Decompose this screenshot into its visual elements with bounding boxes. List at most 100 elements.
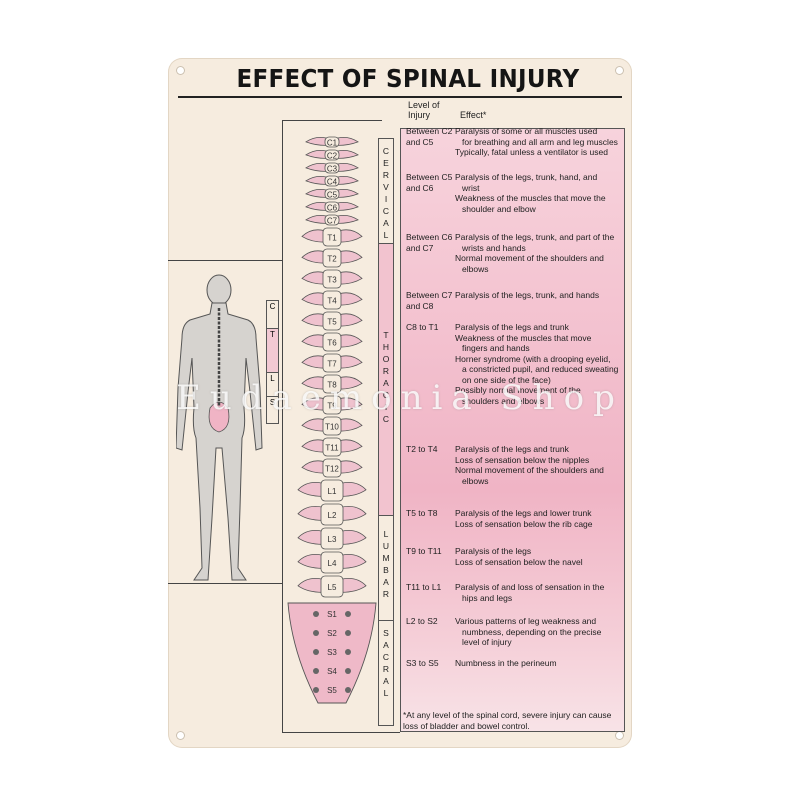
vertebra-label: S3 xyxy=(327,648,337,657)
region-letter: H xyxy=(382,342,390,352)
region-letter: I xyxy=(384,194,388,204)
effect-line: Paralysis of and loss of sensation in th… xyxy=(455,582,605,592)
effect-line: Numbness in the perineum xyxy=(455,658,557,668)
vertebra-body xyxy=(322,269,342,289)
title-rule xyxy=(178,96,622,98)
human-back-figure xyxy=(176,274,263,581)
vertebra-label: C3 xyxy=(327,165,338,174)
effect-line: Paralysis of the legs, trunk, and hands xyxy=(455,290,600,300)
effect-line: Horner syndrome (with a drooping eyelid, xyxy=(455,353,611,364)
vertebra-body xyxy=(322,416,342,436)
vertebra-body xyxy=(324,201,340,213)
effect-line: Loss of sensation below the navel xyxy=(455,556,583,567)
region-letter: A xyxy=(383,676,389,686)
region-letter: L xyxy=(383,230,389,240)
vertebra-label: C6 xyxy=(327,204,338,213)
footnote: *At any level of the spinal cord, severe… xyxy=(403,710,612,731)
region-letter: A xyxy=(383,218,389,228)
vertebra-label: S5 xyxy=(327,686,337,695)
vertebra-body xyxy=(324,149,340,161)
vertebra-body xyxy=(322,353,342,373)
injury-level: S3 to S5 xyxy=(406,658,439,668)
vertebra-label: T7 xyxy=(327,360,337,369)
mini-region-c: C xyxy=(266,300,279,330)
effect-line: Loss of sensation below the rib cage xyxy=(455,518,593,529)
vertebra-body xyxy=(320,527,344,550)
effect-line: Paralysis of the legs and trunk xyxy=(455,322,569,332)
vertebra-label: T4 xyxy=(327,297,337,306)
region-letter: S xyxy=(383,628,389,638)
effect-line: wrist xyxy=(462,182,480,193)
vertebra-body xyxy=(324,188,340,200)
watermark: Eudaemonia Shop xyxy=(176,378,624,418)
effect-line: Paralysis of the legs and trunk xyxy=(455,444,569,454)
effect-line: Weakness of the muscles that move xyxy=(455,332,592,343)
vertebra-label: T9 xyxy=(327,402,337,411)
mounting-hole-icon xyxy=(176,66,185,75)
region-letter: B xyxy=(383,565,389,575)
region-letter: C xyxy=(382,414,390,424)
injury-effects: Paralysis of the legs, trunk, and part o… xyxy=(455,232,627,274)
divider xyxy=(282,120,283,732)
vertebra-label: T3 xyxy=(327,276,337,285)
mounting-hole-icon xyxy=(615,731,624,740)
region-letter: T xyxy=(383,330,389,340)
effect-line: elbows xyxy=(462,475,489,486)
vertebra-label: T8 xyxy=(327,381,337,390)
vertebra-label: L5 xyxy=(328,583,337,592)
effect-line: Paralysis of the legs, trunk, hand, and xyxy=(455,172,598,182)
injury-level: T2 to T4 xyxy=(406,444,438,454)
effect-line: on one side of the face) xyxy=(462,374,551,385)
vertebra-body xyxy=(322,437,342,457)
effect-line: Possibly normal movement of the xyxy=(455,385,581,395)
sacral-foramen xyxy=(313,687,319,693)
effect-line: hips and legs xyxy=(462,592,513,603)
effect-line: a constricted pupil, and reduced sweatin… xyxy=(462,364,619,374)
region-letter: C xyxy=(382,390,390,400)
vertebra-body xyxy=(322,395,342,415)
region-letter: U xyxy=(382,541,390,551)
sacrum-shape xyxy=(287,602,377,704)
poster-title: EFFECT OF SPINAL INJURY xyxy=(236,64,580,93)
vertebra-body xyxy=(322,248,342,268)
mini-region-l: L xyxy=(266,372,279,398)
vertebra-body xyxy=(322,458,342,478)
region-letter: A xyxy=(383,577,389,587)
vertebra-body xyxy=(322,311,342,331)
vertebra-label: C7 xyxy=(327,217,338,226)
divider xyxy=(282,732,400,733)
vertebra-label: S1 xyxy=(327,610,337,619)
effect-line: for breathing and all arm and leg muscle… xyxy=(462,136,618,147)
injury-level: T11 to L1 xyxy=(406,582,442,592)
vertebra-label: C1 xyxy=(327,139,338,148)
effects-panel xyxy=(400,128,625,732)
mini-region-t: T xyxy=(266,328,279,374)
region-letter: C xyxy=(382,146,390,156)
effect-line: Typically, fatal unless a ventilator is … xyxy=(455,147,608,157)
region-letter: L xyxy=(383,688,389,698)
vertebra-body xyxy=(322,332,342,352)
sacral-foramen xyxy=(345,611,351,617)
sacral-foramen xyxy=(313,630,319,636)
vertebra-body xyxy=(320,575,344,598)
vertebra-label: T2 xyxy=(327,255,337,264)
sacral-foramen xyxy=(313,668,319,674)
effect-line: Normal movement of the shoulders and xyxy=(455,465,604,475)
vertebra-label: L4 xyxy=(328,559,337,568)
vertebra-body xyxy=(322,227,342,247)
injury-level: T5 to T8 xyxy=(406,508,438,518)
effect-line: level of injury xyxy=(462,637,512,647)
sacral-foramen xyxy=(345,630,351,636)
region-letter: O xyxy=(382,354,390,364)
vertebra-label: C5 xyxy=(327,191,338,200)
effect-line: elbows xyxy=(462,263,489,274)
header-level: Level of Injury xyxy=(408,100,440,120)
vertebra-body xyxy=(324,162,340,174)
effect-line: Weakness of the muscles that move the xyxy=(455,193,606,203)
injury-level: L2 to S2 xyxy=(406,616,438,626)
